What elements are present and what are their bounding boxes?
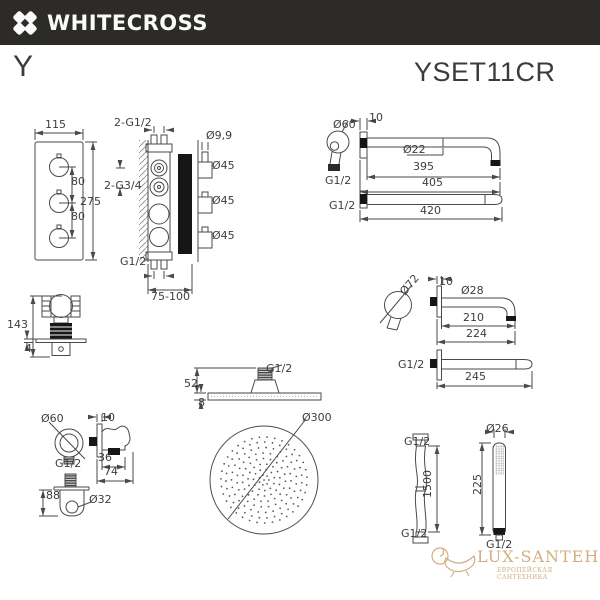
headshower-thread-label: G1/2	[266, 362, 293, 375]
arm-thread-front-label: G1/2	[325, 174, 352, 187]
mixer-pin-diameter-label: Ø9,9	[206, 129, 233, 142]
spout-length-straight-label: 245	[465, 370, 486, 383]
handshower-length-label: 225	[471, 474, 484, 495]
outlet-flange-depth-label: 10	[101, 411, 115, 424]
mixer-handle1-diameter-label: Ø45	[212, 159, 235, 172]
bracket-height-label: 143	[7, 318, 28, 331]
watermark-tagline: ЕВРОПЕЙСКАЯ САНТЕХНИКА	[497, 567, 553, 581]
arm-length-straight-label: 420	[420, 204, 441, 217]
model-number: YSET11CR	[414, 57, 556, 87]
mixer-mounting-depth-label: 75-100	[151, 290, 190, 303]
headshower-face-view	[209, 418, 319, 535]
arm-front-view	[326, 120, 350, 171]
bracket-plate-thickness-label: 4	[25, 342, 32, 355]
handshower-thread-label: G1/2	[486, 538, 513, 551]
spout-flange-depth-label: 10	[439, 275, 453, 288]
spout-length-tube-label: 210	[463, 311, 484, 324]
bathtub-icon	[431, 547, 476, 578]
mixer-spacing-top-label: 80	[71, 175, 85, 188]
head-shower-drawing	[194, 364, 322, 535]
outlet-dim36-label: 36	[98, 451, 112, 464]
spout-drawing	[379, 276, 533, 389]
mixer-top-inlets-label: 2-G1/2	[114, 116, 152, 129]
header-bar: WHITECROSS	[0, 0, 600, 45]
spout-tube-diameter-label: Ø28	[461, 284, 484, 297]
spout-thread-label: G1/2	[398, 358, 425, 371]
mixer-side-view	[116, 126, 213, 294]
mixer-height-label: 275	[80, 195, 101, 208]
spout-side-view	[428, 276, 516, 345]
mixer-handle2-diameter-label: Ø45	[212, 194, 235, 207]
mixer-handle3-diameter-label: Ø45	[212, 229, 235, 242]
nozzle-dots	[220, 436, 308, 524]
mixer-spacing-bottom-label: 80	[71, 210, 85, 223]
holder-bracket-drawing	[24, 294, 87, 358]
spout-straight-view	[430, 349, 533, 389]
series-title: Y	[13, 50, 34, 83]
hose-length-label: 1500	[421, 470, 434, 498]
watermark-name: LUX-SANTEH	[477, 547, 600, 566]
outlet-dim88-label: 88	[46, 489, 60, 502]
arm-side-view	[351, 118, 501, 195]
outlet-dim74-label: 74	[104, 465, 118, 478]
headshower-height-label: 52	[184, 377, 198, 390]
outlet-flange-diameter-label: Ø60	[41, 412, 64, 425]
mixer-front-view	[34, 129, 97, 261]
headshower-diameter-label: Ø300	[302, 411, 332, 424]
handshower-diameter-label: Ø26	[486, 422, 509, 435]
arm-thread-side-label: G1/2	[329, 199, 356, 212]
mixer-drawing	[34, 126, 213, 294]
shower-arm-drawing	[326, 118, 503, 222]
spout-length-total-label: 224	[466, 327, 487, 340]
mixer-bottom-outlet-label: G1/2	[120, 255, 147, 268]
hose-drawing	[412, 433, 440, 544]
mixer-side-inlets-label: 2-G3/4	[104, 179, 142, 192]
hand-shower-drawing	[479, 429, 514, 541]
outlet-thread-label: G1/2	[55, 457, 82, 470]
hose-thread-top-label: G1/2	[404, 435, 431, 448]
outlet-front-view	[39, 421, 92, 517]
brand-x-icon	[13, 10, 37, 35]
wall-outlet-drawing	[39, 414, 134, 517]
hose-thread-bottom-label: G1/2	[401, 527, 428, 540]
outlet-hook-diameter-label: Ø32	[89, 493, 112, 506]
arm-tube-diameter-label: Ø22	[403, 143, 426, 156]
headshower-plate-thickness-label: 8	[198, 396, 205, 409]
arm-flange-depth-label: 10	[369, 111, 383, 124]
arm-straight-view	[359, 190, 503, 222]
arm-length-total-label: 405	[422, 176, 443, 189]
mixer-width-label: 115	[45, 118, 66, 131]
spout-front-view	[379, 284, 413, 331]
outlet-side-view	[88, 414, 134, 484]
brand-name: WHITECROSS	[47, 10, 208, 35]
arm-length-tube-label: 395	[413, 160, 434, 173]
arm-flange-diameter-label: Ø60	[333, 118, 356, 131]
headshower-side-view	[194, 364, 322, 409]
